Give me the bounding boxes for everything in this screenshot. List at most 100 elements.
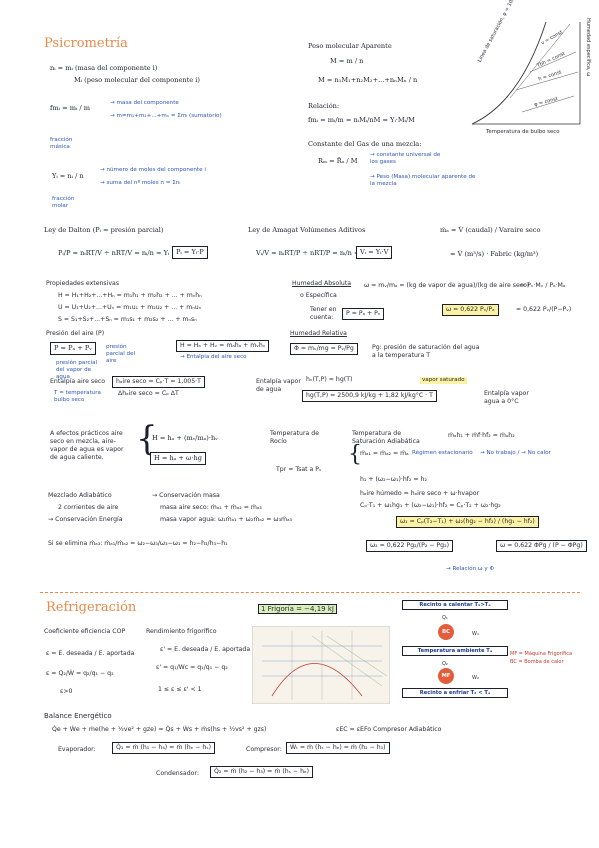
efectos-text: A efectos prácticos aire seco en mezcla,…: [50, 430, 124, 461]
balance-title: Balance Energético: [44, 712, 112, 720]
diagram-w1: W₁: [472, 631, 479, 637]
hum-rel-label: Pg: presión de saturación del agua a la …: [372, 344, 480, 359]
mezclado-result: Si se elimina ṁₐ₃: ṁₐ₁/ṁₐ₂ = ω₂−ω₃/ω₃−ω₁…: [48, 540, 228, 547]
paire-title: Presión del aire (P): [46, 330, 105, 337]
caudal-formula-2: = V̇ (m³/s) · Fabric (kg/m³): [450, 250, 539, 258]
evaporador-formula: Q̇₁ = ṁ (h₁ − h₄) = ṁ (hₑ − hₛ): [112, 742, 216, 754]
mezclado-line-2: → Conservación Energía: [48, 516, 123, 523]
adiab-line-4: h₁ + (ω₂−ω₁)·hf₂ = h₂: [360, 476, 427, 483]
pm-formula-2: M = n₁M₁+n₂M₂+...+nₙMₙ / n: [318, 76, 418, 84]
fm-formula: fmᵢ = mᵢ / m: [50, 104, 90, 112]
ph-diagram-image: [252, 626, 390, 704]
cycle-diagram: Recinto a calentar T₁>Tₐ Q₁ BC W₁ Temper…: [402, 600, 510, 700]
sat-side: Entalpía vapor agua a 0°C: [484, 390, 529, 405]
frigoria-note: 1 Frigoría = −4,19 kJ: [258, 604, 337, 614]
sat-title: Entalpía vapor de agua: [256, 378, 301, 393]
fm-arrow-2: → m=m₁+m₂+...+mₙ = Σmᵢ (sumatorio): [110, 113, 222, 119]
prop-title: Propiedades extensivas: [46, 280, 120, 287]
mezclado-title: Mezclado Adiabático: [48, 492, 112, 499]
psicrometria-title: Psicrometría: [44, 36, 128, 51]
rend-formula-1: ε' = E. deseada / E. aportada: [160, 646, 251, 653]
diagram-q2: Q₂: [442, 661, 448, 667]
section-divider: [40, 592, 580, 593]
mezclado-cons-1: → Conservación masa: [152, 492, 220, 499]
entalpia-formula-1: hₐire seco = Cₚ·T ≈ 1,005·T: [112, 376, 205, 388]
rel-title: Relación:: [308, 102, 340, 110]
adiab-w2: ω₂ = 0,622 Pg₂/(P₂ − Pg₂): [366, 540, 453, 552]
adiab-line-6: Cₚ·T₁ + ω₁hg₁ + (ω₂−ω₁)·hf₂ = Cₚ·T₂ + ω₂…: [360, 502, 501, 509]
chart-xlabel: Temperatura de bulbo seco: [486, 129, 560, 135]
caudal-formula-1: ṁₐ = V̇ (caudal) / Varaire seco: [440, 226, 541, 234]
condensador-formula: Q̇₂ = ṁ (h₂ − h₃) = ṁ (hₛ − hₑ): [210, 766, 314, 778]
cop-formula-3: ε>0: [60, 688, 73, 695]
entalpia-title: Entalpía aire seco: [50, 378, 106, 385]
diagram-top-box: Recinto a calentar T₁>Tₐ: [402, 600, 508, 610]
hum-abs-pp: P = Pₐ + Pᵥ: [342, 308, 385, 320]
cte-formula: Rₘ = R̄ᵤ / M: [318, 157, 358, 165]
condensador-label: Condensador:: [156, 770, 199, 777]
diagram-mf-circle: MF: [438, 668, 454, 684]
adiab-brace: {: [348, 442, 362, 467]
cop-formula-1: ε = E. deseada / E. aportada: [46, 650, 135, 657]
hum-abs-title: Humedad Absoluta: [292, 280, 352, 287]
rel-formula: fmᵢ = mᵢ/m = nᵢMᵢ/nM = Yᵢ·Mᵢ/M: [308, 116, 415, 124]
balance-right: εEC = εEFo Compresor Adiabático: [336, 726, 442, 733]
mezclado-cons-3: masa vapor agua: ω₁ṁₐ₁ + ω₂ṁₐ₂ = ω₃ṁₐ₃: [160, 516, 292, 523]
paire-label-2: presión parcial del vapor de agua: [56, 360, 98, 380]
cte-arrow-2: → Peso (Masa) molecular aparente de la m…: [370, 174, 476, 187]
prop-line-2: U = U₁+U₂+...+Uₙ = m₁u₁ + m₂u₂ + ... + m…: [58, 304, 202, 311]
pm-formula-1: M = m / n: [330, 57, 364, 65]
diagram-bc-circle: BC: [438, 624, 454, 640]
diagram-legend-1: MF = Máquina Frigorífica: [510, 651, 573, 657]
fm-arrow-1: → masa del componente: [110, 100, 179, 106]
compresor-label: Compresor:: [246, 746, 282, 753]
mezclado-line-1: 2 corrientes de aire: [58, 504, 119, 511]
h-result: H = Hₐ + Hᵥ = mₐhₐ + mᵥhᵥ: [176, 340, 270, 352]
amagat-formula: Vᵢ/V = nᵢRT/P ÷ nRT/P = nᵢ/n = Yᵢ: [256, 249, 368, 257]
y-formula: Yᵢ = nᵢ / n: [52, 172, 84, 180]
ni-formula-line2: Mᵢ (peso molecular del componente i): [74, 76, 200, 84]
cop-title: Coeficiente eficiencia COP: [44, 628, 126, 635]
adiab-w: ω = 0,622 ΦPg / (P − ΦPg): [496, 540, 587, 552]
diagram-legend-2: BC = Bomba de calor: [510, 659, 564, 665]
hum-abs-right: = 0,622 Pᵥ/(P−Pᵥ): [516, 306, 572, 313]
refrigeracion-title: Refrigeración: [46, 600, 137, 615]
hum-abs-context: Tener en cuenta:: [310, 306, 337, 321]
dalton-title: Ley de Dalton (Pᵢ = presión parcial): [44, 226, 164, 234]
adiab-line-5: hₐire húmedo = hₐire seco + ω·hvapor: [360, 490, 480, 497]
adiab-result: ω₁ = Cₚ(T₂−T₁) + ω₂(hg₂ − hf₂) / (hg₁ − …: [396, 516, 539, 528]
sat-label: vapor saturado: [420, 377, 467, 384]
rocio-title: Temperatura de Rocío: [270, 430, 320, 445]
balance-formula: Q̇e + Ẇe + ṁe(he + ½ve² + gze) = Q̇s + Ẇ…: [52, 726, 267, 733]
hum-abs-result: ω = 0,622 Pᵥ/Pₐ: [442, 304, 499, 316]
prop-line-1: H = H₁+H₂+...+Hₙ = m₁h₁ + m₂h₂ + ... + m…: [58, 292, 202, 299]
y-arrow-2: → suma del nº moles n = Σnᵢ: [100, 180, 181, 186]
rend-formula-2: ε' = q₁/Wc = q₁/q₁ − q₂: [156, 664, 228, 671]
ni-formula-line1: nᵢ = mᵢ (masa del componente i): [50, 64, 158, 72]
y-label: fracción molar: [52, 196, 75, 209]
h-label: → Entalpía del aire seco: [180, 354, 247, 360]
hum-rel-title: Humedad Relativa: [290, 330, 347, 337]
hum-rel-result: Φ = mᵥ/mg = Pᵥ/Pg: [290, 343, 358, 355]
adiab-title: Temperatura de Saturación Adiabática: [352, 430, 420, 445]
diagram-w2: W₂: [472, 675, 479, 681]
efectos-formula: H = hₐ + (mᵥ/mₐ)·hᵥ: [152, 434, 218, 442]
efectos-brace: {: [136, 419, 158, 459]
dalton-result: Pᵢ = Yᵢ·P: [172, 246, 208, 259]
dalton-formula: Pᵢ/P = nᵢRT/V ÷ nRT/V = nᵢ/n = Yᵢ: [58, 249, 170, 257]
adiab-formula: ṁₐh₁ + ṁf·hf₂ = ṁₐh₂: [448, 432, 515, 439]
rocio-formula: Tpr = Tsat a Pᵥ: [276, 466, 322, 473]
rend-formula-3: 1 ≤ ε ≤ ε' < 1: [158, 686, 202, 693]
y-arrow-1: → número de moles del componente i: [100, 167, 206, 173]
entalpia-formula-2: Δhₐire seco = Cₚ ΔT: [118, 390, 179, 397]
hum-abs-formula: ω = mᵥ/mₐ = (kg de vapor de agua)/(kg de…: [364, 282, 530, 289]
fm-label: fracción másica: [50, 137, 73, 150]
entalpia-label: T = temperatura bulbo seco: [54, 390, 101, 403]
prop-line-3: S = S₁+S₂+...+Sₙ = m₁s₁ + m₂s₂ + ... + m…: [58, 316, 197, 323]
pm-title: Peso molecular Aparente: [308, 42, 392, 50]
adiab-line-2: Régimen estacionario: [412, 450, 473, 456]
psychrometric-chart: [471, 21, 581, 125]
efectos-result: H = hₐ + ω·hg: [150, 452, 206, 465]
evaporador-label: Evaporador:: [58, 746, 96, 753]
mezclado-cons-2: masa aire seco: ṁₐ₁ + ṁₐ₂ = ṁₐ₃: [160, 504, 262, 511]
